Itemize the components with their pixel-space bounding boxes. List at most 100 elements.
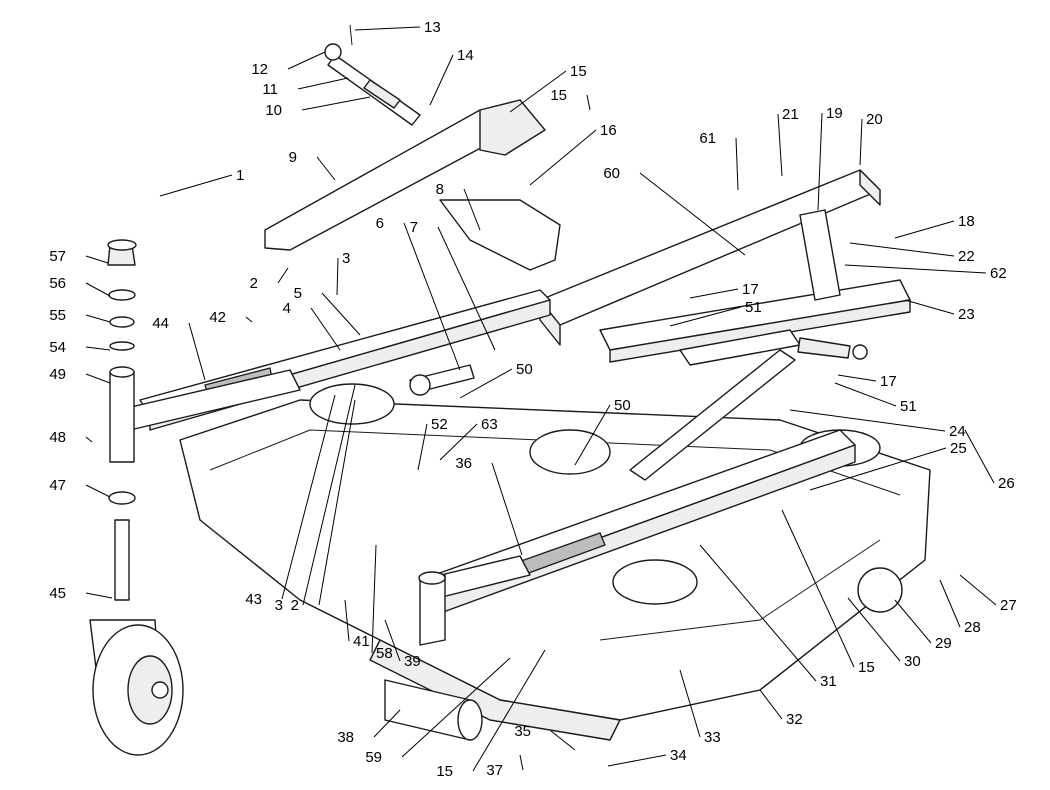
- callout-label: 55: [49, 307, 66, 324]
- leader-line: [574, 404, 611, 466]
- leader-line: [679, 669, 701, 738]
- callout-label: 17: [742, 281, 759, 298]
- leader-line: [321, 292, 361, 336]
- leader-line: [789, 409, 946, 432]
- callout-label: 20: [866, 111, 883, 128]
- callout-label: 47: [49, 477, 66, 494]
- leader-line: [85, 282, 111, 297]
- pivot-bracket: [799, 209, 841, 301]
- callout-label: 50: [516, 361, 533, 378]
- leader-line: [287, 51, 326, 70]
- leader-line: [959, 574, 997, 606]
- leader-line: [847, 597, 901, 662]
- leader-line: [529, 129, 597, 186]
- callout-label: 38: [337, 729, 354, 746]
- callout-label: 22: [958, 248, 975, 265]
- leader-line: [509, 70, 567, 113]
- leader-line: [463, 188, 481, 231]
- callout-label: 23: [958, 306, 975, 323]
- leader-line: [849, 242, 955, 257]
- leader-line: [85, 436, 93, 443]
- callout-label: 50: [614, 397, 631, 414]
- leader-line: [344, 599, 350, 642]
- leader-line: [817, 112, 823, 211]
- leader-line: [837, 374, 877, 382]
- leader-line: [85, 346, 111, 351]
- callout-label: 37: [486, 762, 503, 779]
- leader-line: [894, 599, 932, 644]
- leader-line: [277, 267, 289, 284]
- callout-label: 3: [342, 250, 350, 267]
- caster-socket-front: [419, 574, 446, 646]
- callout-label: 48: [49, 429, 66, 446]
- leader-line: [781, 509, 855, 668]
- callout-label: 54: [49, 339, 66, 356]
- callout-label: 41: [353, 633, 370, 650]
- callout-label: 3: [275, 597, 283, 614]
- callout-label: 58: [376, 645, 393, 662]
- callout-label: 15: [550, 87, 567, 104]
- leader-line: [689, 288, 739, 299]
- callout-label: 29: [935, 635, 952, 652]
- callout-label: 51: [900, 398, 917, 415]
- leader-line: [437, 226, 496, 351]
- callout-label: 43: [245, 591, 262, 608]
- leader-line: [459, 368, 513, 399]
- leader-line: [318, 399, 356, 606]
- leader-line: [735, 137, 739, 191]
- caster-wheel-assembly-left: [89, 239, 184, 756]
- frame-rail-diagonal: [629, 349, 796, 481]
- spindle-opening-center: [529, 429, 611, 475]
- callout-label: 39: [404, 653, 421, 670]
- leader-line: [759, 689, 783, 720]
- callout-label: 12: [251, 61, 268, 78]
- frame-rail-right: [599, 279, 911, 363]
- callout-label: 56: [49, 275, 66, 292]
- leader-line: [809, 447, 947, 491]
- callout-label: 19: [826, 105, 843, 122]
- callout-label: 44: [152, 315, 169, 332]
- callout-label: 35: [514, 723, 531, 740]
- leader-line: [491, 462, 523, 556]
- callout-label: 16: [600, 122, 617, 139]
- callout-label: 9: [289, 149, 297, 166]
- leader-line: [699, 544, 817, 682]
- leader-line: [401, 657, 511, 758]
- callout-label: 52: [431, 416, 448, 433]
- leader-line: [245, 316, 253, 323]
- leader-line: [639, 172, 746, 256]
- adjuster-rod: [324, 24, 421, 126]
- callout-label: 33: [704, 729, 721, 746]
- callout-label: 59: [365, 749, 382, 766]
- leader-line: [316, 156, 336, 181]
- leader-line: [188, 322, 206, 381]
- callout-label: 17: [880, 373, 897, 390]
- spindle-opening-left: [309, 383, 395, 425]
- leader-line: [777, 113, 783, 177]
- turnbuckle-right: [679, 329, 868, 366]
- leader-line: [519, 754, 524, 771]
- hoc-bellcrank: [439, 199, 561, 271]
- callout-label: 45: [49, 585, 66, 602]
- leader-line: [964, 429, 995, 484]
- leader-line: [939, 579, 961, 628]
- leader-line: [85, 255, 109, 264]
- callout-label: 27: [1000, 597, 1017, 614]
- callout-label: 4: [283, 300, 291, 317]
- callout-label: 2: [291, 597, 299, 614]
- leader-line: [384, 619, 401, 662]
- leader-line: [834, 382, 897, 407]
- roller: [384, 679, 483, 741]
- callout-label: 28: [964, 619, 981, 636]
- leader-line: [607, 754, 667, 767]
- leader-line: [373, 709, 401, 738]
- leader-line: [159, 174, 233, 197]
- leader-line: [550, 730, 576, 751]
- leader-line: [586, 94, 591, 111]
- callout-label: 8: [436, 181, 444, 198]
- callout-label: 62: [990, 265, 1007, 282]
- frame-rail-front: [419, 429, 856, 616]
- callout-label: 10: [265, 102, 282, 119]
